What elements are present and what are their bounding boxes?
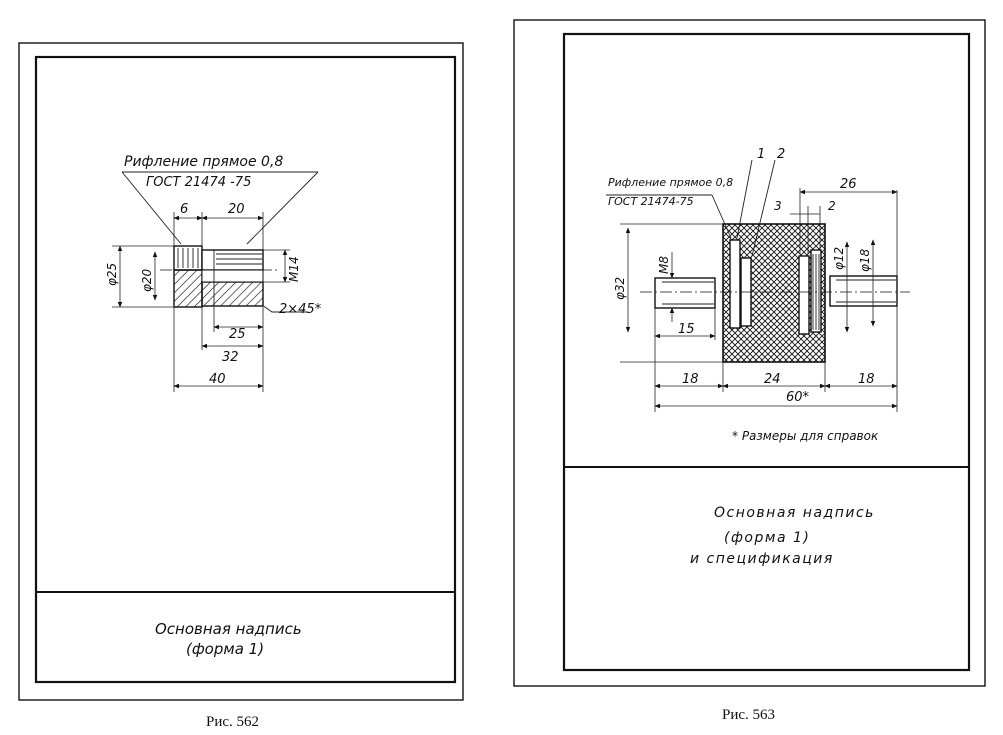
fig563-dim-m8: M8 <box>657 256 671 274</box>
fig563-disc-left-a <box>729 239 741 329</box>
fig563-caption: Рис. 563 <box>722 707 775 723</box>
fig563-dim-2: 2 <box>828 199 836 213</box>
fig562-inner-frame <box>34 55 457 684</box>
fig563-dim-24: 24 <box>764 372 781 387</box>
fig563-dim-phi18: φ18 <box>858 248 872 272</box>
fig563-dim-15: 15 <box>678 322 695 337</box>
fig562-thread-top <box>201 249 264 271</box>
fig563-part-1: 1 <box>757 147 765 162</box>
fig562-chamfer: 2×45* <box>279 302 322 317</box>
fig562-dim-phi20: φ20 <box>140 268 154 292</box>
fig562-dim-32: 32 <box>222 350 239 365</box>
fig563-dim-18-right: 18 <box>858 372 875 387</box>
fig563-outer-frame <box>513 19 986 687</box>
fig563-dim-60: 60* <box>786 390 810 405</box>
fig562-outer-frame <box>18 42 464 701</box>
fig562-hatched-right <box>201 281 264 307</box>
fig562-caption: Рис. 562 <box>206 714 259 730</box>
fig563-part <box>606 159 910 412</box>
fig562-sheet: Рифление прямое 0,8 ГОСТ 21474 -75 6 20 … <box>18 42 464 730</box>
fig562-leader-right <box>246 171 319 245</box>
fig563-dim-phi32: φ32 <box>613 277 627 300</box>
fig562-knurl-label: Рифление прямое 0,8 <box>124 154 283 170</box>
fig563-reference-note: * Размеры для справок <box>732 429 879 443</box>
fig563-sheet: 1 2 Рифление прямое 0,8 ГОСТ 21474-75 26… <box>513 19 986 723</box>
fig562-gost: ГОСТ 21474 -75 <box>146 175 251 190</box>
fig563-disc-right-a <box>798 255 810 335</box>
fig563-dim-3: 3 <box>774 199 782 213</box>
fig562-dim-6: 6 <box>180 202 188 217</box>
fig562-bore <box>201 269 264 283</box>
fig562-dim-m14: M14 <box>287 256 301 282</box>
fig563-dim-phi12: φ12 <box>832 247 846 270</box>
fig562-leader-left <box>121 171 182 245</box>
fig563-knurl-label: Рифление прямое 0,8 <box>608 176 733 189</box>
fig563-right-stud <box>829 275 898 307</box>
fig562-part <box>112 171 319 392</box>
fig563-gost: ГОСТ 21474-75 <box>608 195 694 208</box>
fig562-hatched-left <box>173 269 203 308</box>
fig563-dim-18-left: 18 <box>682 372 699 387</box>
fig563-part-2: 2 <box>777 147 785 162</box>
fig562-dim-20: 20 <box>228 202 245 217</box>
fig563-inner-frame <box>562 32 971 672</box>
fig563-title-block-line1: Основная надпись <box>714 505 875 521</box>
fig563-dim-26: 26 <box>840 177 857 192</box>
fig562-title-block-line2: (форма 1) <box>186 640 264 658</box>
fig562-title-block-line1: Основная надпись <box>155 620 302 638</box>
fig562-dim-40: 40 <box>209 372 226 387</box>
fig562-dim-25: 25 <box>229 327 246 342</box>
fig563-title-block-line2: (форма 1) <box>724 530 810 546</box>
fig562-dim-phi25: φ25 <box>105 263 119 286</box>
fig563-title-block-line3: и спецификация <box>690 551 834 567</box>
fig563-left-stud <box>654 277 716 309</box>
